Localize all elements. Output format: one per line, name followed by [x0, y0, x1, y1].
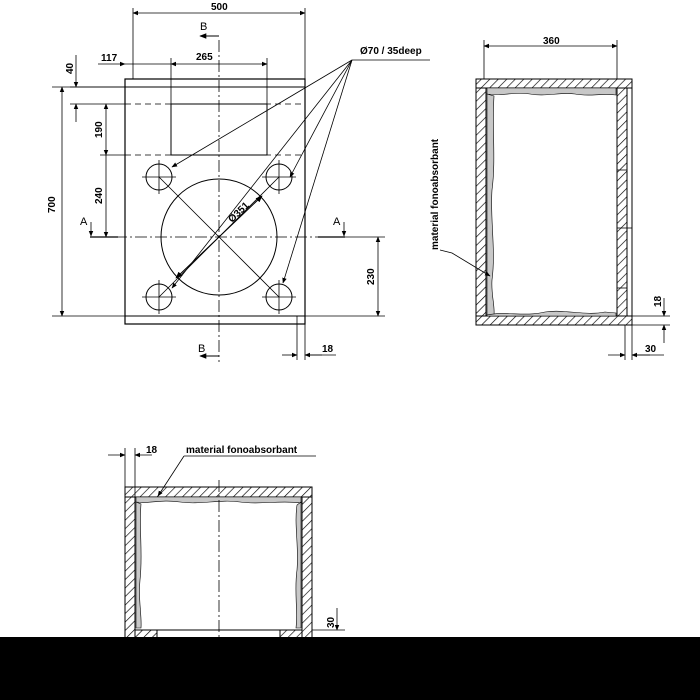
- dim-side-back: 30: [645, 344, 657, 355]
- woofer-diameter-label: Ø351: [226, 200, 252, 225]
- driver-note-label: Ø70 / 35deep: [360, 46, 422, 57]
- section-top-wall: [124, 486, 313, 498]
- side-foam-top: [486, 87, 617, 96]
- driver-note-leaders: [171, 59, 430, 289]
- dim-section-base: 30: [326, 616, 337, 628]
- side-top-wall: [475, 78, 633, 89]
- dim-offset: 117: [101, 53, 118, 64]
- section-material-label: material fonoabsorbant: [186, 445, 298, 456]
- section-right-wall: [301, 496, 313, 643]
- side-bottom-wall: [475, 315, 633, 326]
- dim-top-width: 265: [196, 52, 213, 63]
- dim-woofer-height: 230: [366, 268, 377, 285]
- side-view: 360 material fonoabsorbant 18 30: [430, 36, 670, 360]
- section-b-bottom: B: [198, 343, 205, 355]
- section-left-wall: [124, 496, 136, 643]
- dim-panel-height: 190: [94, 121, 105, 138]
- side-left-wall: [475, 87, 487, 317]
- section-a-left: A: [80, 216, 88, 228]
- bottom-section-view: 18 material fonoabsorbant 30: [108, 445, 345, 645]
- dim-height: 700: [47, 196, 58, 213]
- front-outline: [124, 78, 306, 325]
- side-foam-left: [486, 93, 495, 316]
- dim-side-wall: 18: [653, 295, 664, 307]
- side-right-wall: [616, 87, 628, 317]
- section-foam-top: [135, 496, 302, 504]
- dim-section-wall: 18: [146, 445, 158, 456]
- dim-wall: 18: [322, 344, 334, 355]
- dim-width: 500: [211, 2, 228, 13]
- section-a-right: A: [333, 216, 341, 228]
- side-foam-bottom: [486, 310, 617, 317]
- front-view: Ø351 Ø70 / 35deep 500 117 265 B B A: [47, 2, 430, 362]
- section-foam-right: [295, 501, 302, 629]
- dim-top-gap: 40: [65, 62, 76, 74]
- side-material-label: material fonoabsorbant: [430, 138, 441, 250]
- dim-depth: 360: [543, 36, 560, 47]
- section-b-top: B: [200, 21, 207, 33]
- dim-tweeter-height: 240: [94, 187, 105, 204]
- bottom-black-bar: [0, 637, 700, 700]
- woofer-circle: [160, 178, 278, 296]
- section-foam-left: [135, 501, 142, 629]
